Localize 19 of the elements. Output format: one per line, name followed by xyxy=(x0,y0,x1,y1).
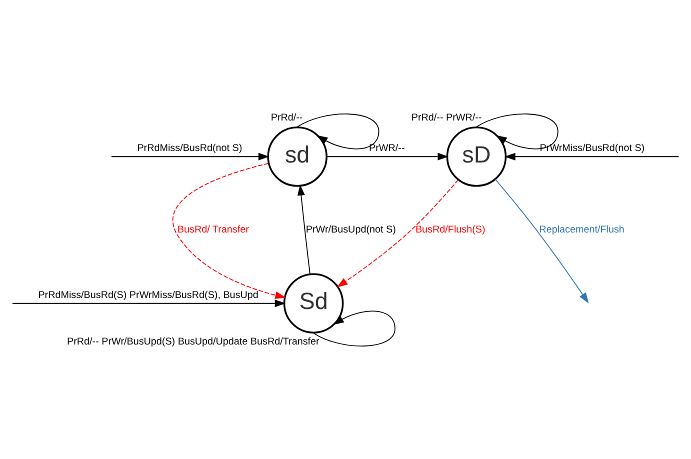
edge-label: Replacement/Flush xyxy=(539,224,624,236)
edge-label: PrRd/-- PrWr/BusUpd(S) BusUpd/Update BusRd/Transfer xyxy=(67,336,320,348)
arrow xyxy=(494,178,589,303)
arrow xyxy=(504,152,680,160)
arrow xyxy=(111,152,270,160)
edge-label: PrRd/-- PrWR/-- xyxy=(411,112,482,124)
arrow xyxy=(297,184,310,274)
edge-label: PrRdMiss/BusRd(not S) xyxy=(137,142,242,154)
arrow xyxy=(12,299,286,307)
edge-label: PrWr/BusUpd(not S) xyxy=(306,224,396,236)
edge-label: BusRd/ Transfer xyxy=(177,224,249,236)
edge-label: PrWR/-- xyxy=(369,142,405,154)
arrow xyxy=(172,162,286,298)
arrow xyxy=(336,178,459,287)
edge-label: PrWrMiss/BusRd(not S) xyxy=(540,142,645,154)
edge-label: PrRd/-- xyxy=(270,112,303,124)
arrow xyxy=(326,152,448,160)
edge-label: BusRd/Flush(S) xyxy=(415,224,486,236)
edge-label: PrRdMiss/BusRd(S) PrWrMiss/BusRd(S), BusUpd xyxy=(38,289,258,300)
